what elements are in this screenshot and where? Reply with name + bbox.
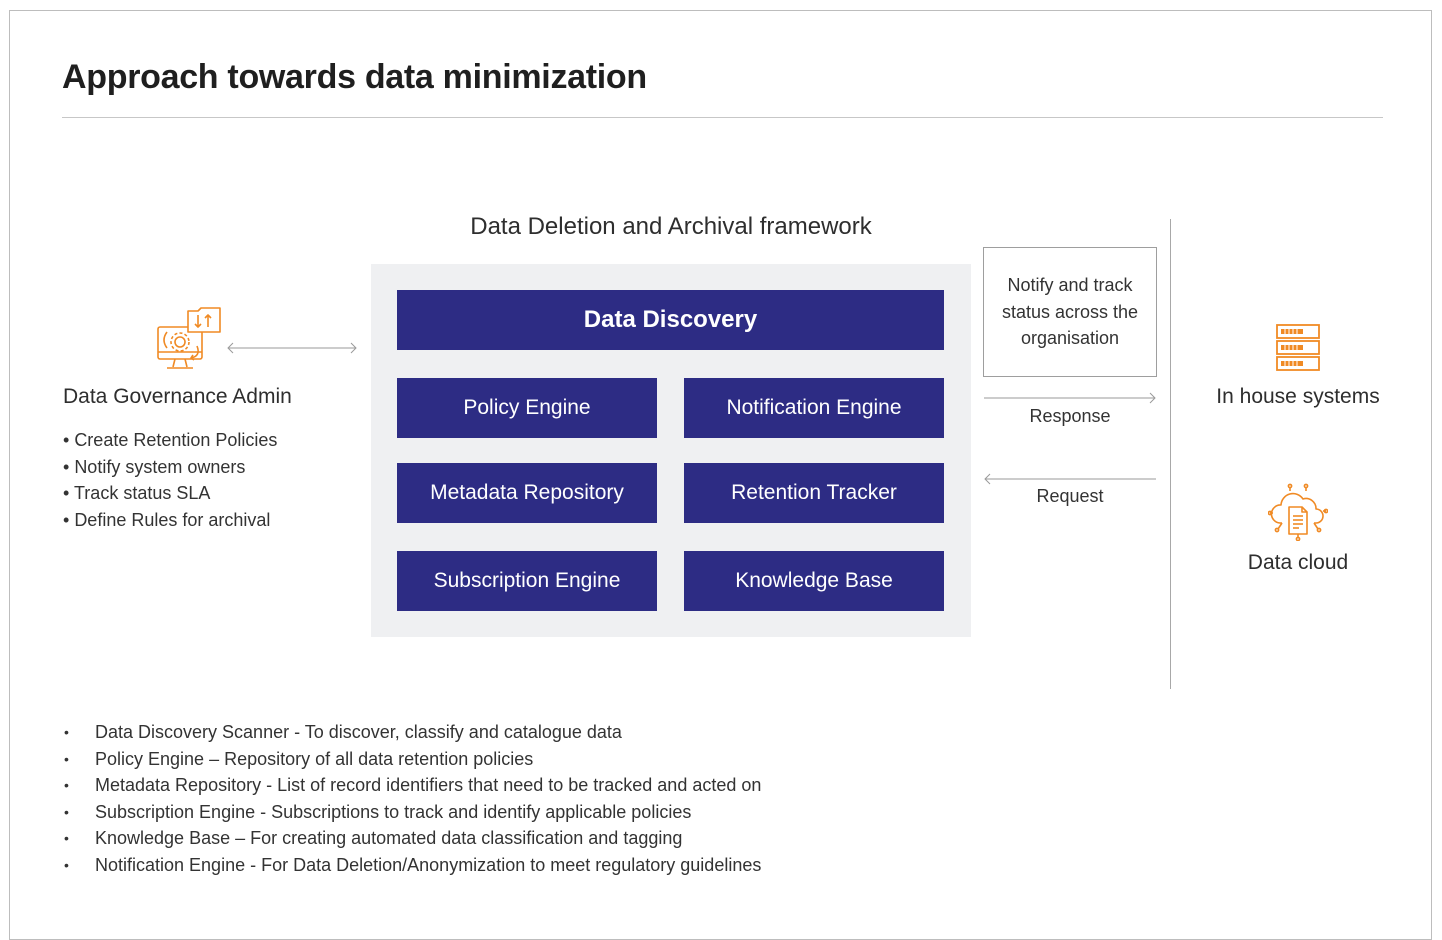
knowledge-base-box: Knowledge Base — [684, 551, 944, 611]
admin-task-item: Notify system owners — [63, 454, 277, 481]
systems-divider — [1170, 219, 1171, 689]
notify-status-box: Notify and track status across the organ… — [983, 247, 1157, 377]
server-rack-icon — [1276, 324, 1320, 371]
note-item: Knowledge Base – For creating automated … — [62, 825, 761, 852]
request-label: Request — [1036, 486, 1104, 506]
response-arrow — [984, 392, 1156, 404]
metadata-repository-box: Metadata Repository — [397, 463, 657, 523]
note-item: Data Discovery Scanner - To discover, cl… — [62, 719, 761, 746]
admin-task-list: Create Retention Policies Notify system … — [63, 427, 277, 534]
admin-label: Data Governance Admin — [63, 385, 292, 408]
admin-framework-arrow — [227, 342, 357, 354]
data-discovery-box: Data Discovery — [397, 290, 944, 350]
note-item: Metadata Repository - List of record ide… — [62, 772, 761, 799]
page-title: Approach towards data minimization — [62, 58, 647, 96]
note-item: Notification Engine - For Data Deletion/… — [62, 852, 761, 879]
admin-settings-icon — [157, 307, 221, 369]
admin-task-item: Track status SLA — [63, 480, 277, 507]
response-label: Response — [1029, 406, 1111, 426]
component-notes-list: Data Discovery Scanner - To discover, cl… — [62, 719, 761, 878]
subscription-engine-box: Subscription Engine — [397, 551, 657, 611]
note-item: Policy Engine – Repository of all data r… — [62, 746, 761, 773]
data-cloud-icon — [1268, 483, 1328, 541]
data-cloud-label: Data cloud — [1247, 551, 1349, 574]
admin-task-item: Define Rules for archival — [63, 507, 277, 534]
retention-tracker-box: Retention Tracker — [684, 463, 944, 523]
admin-task-item: Create Retention Policies — [63, 427, 277, 454]
title-divider — [62, 117, 1383, 118]
in-house-systems-label: In house systems — [1216, 385, 1380, 408]
note-item: Subscription Engine - Subscriptions to t… — [62, 799, 761, 826]
policy-engine-box: Policy Engine — [397, 378, 657, 438]
request-arrow — [984, 473, 1156, 485]
framework-label: Data Deletion and Archival framework — [470, 213, 872, 240]
notification-engine-box: Notification Engine — [684, 378, 944, 438]
